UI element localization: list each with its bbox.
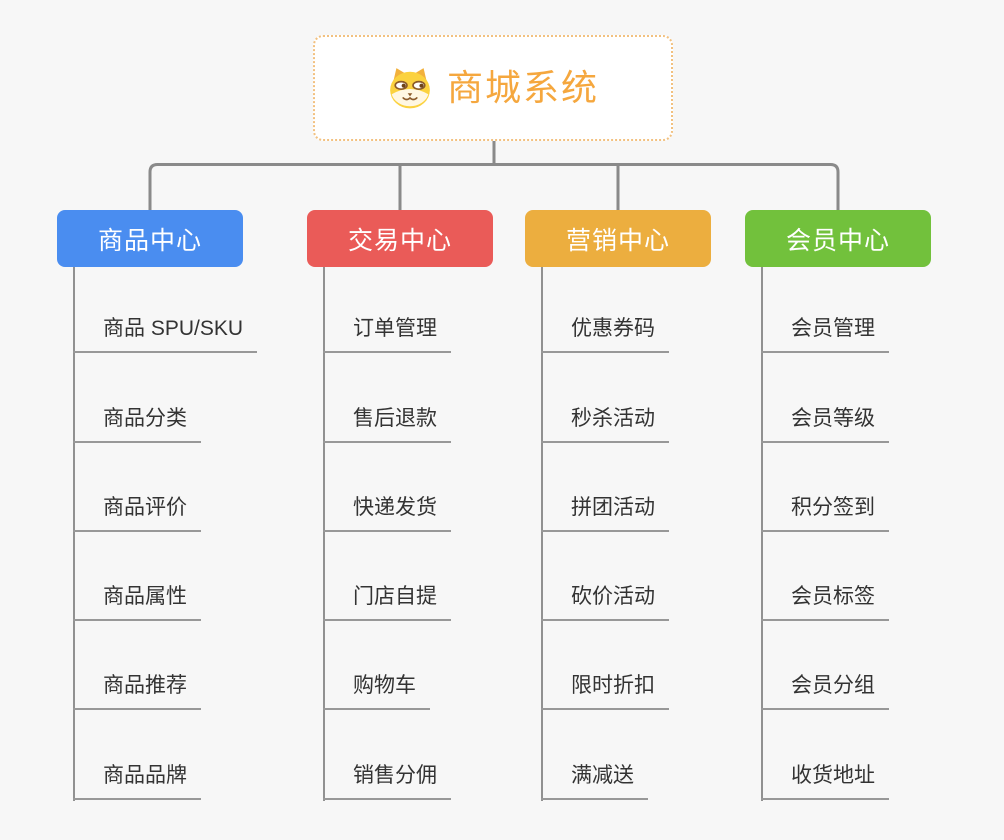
leaf-node[interactable]: 砍价活动 [541,581,669,621]
leaf-node[interactable]: 会员标签 [761,581,889,621]
branch-trunk-line [73,267,75,801]
root-title: 商城系统 [446,67,599,108]
leaf-node[interactable]: 商品 SPU/SKU [73,313,258,353]
leaf-node[interactable]: 商品评价 [73,492,201,532]
branch-node[interactable]: 交易中心 [307,210,493,267]
leaf-node[interactable]: 门店自提 [323,581,451,621]
leaf-node[interactable]: 会员管理 [761,313,889,353]
leaf-node[interactable]: 拼团活动 [541,492,669,532]
branch-trunk-line [323,267,325,801]
leaf-node[interactable]: 积分签到 [761,492,889,532]
leaf-node[interactable]: 售后退款 [323,403,451,443]
leaf-node[interactable]: 订单管理 [323,313,451,353]
leaf-node[interactable]: 商品品牌 [73,760,201,800]
branch-node[interactable]: 营销中心 [525,210,711,267]
leaf-node[interactable]: 会员等级 [761,403,889,443]
leaf-node[interactable]: 商品分类 [73,403,201,443]
leaf-node[interactable]: 购物车 [323,670,430,710]
leaf-node[interactable]: 满减送 [541,760,648,800]
leaf-node[interactable]: 商品属性 [73,581,201,621]
root-node[interactable]: 商城系统 [313,35,673,141]
leaf-node[interactable]: 秒杀活动 [541,403,669,443]
branch-node[interactable]: 商品中心 [57,210,243,267]
leaf-node[interactable]: 优惠券码 [541,313,669,353]
dog-face-icon [390,68,430,109]
leaf-node[interactable]: 收货地址 [761,760,889,800]
leaf-node[interactable]: 快递发货 [323,492,451,532]
branch-trunk-line [761,267,763,801]
leaf-node[interactable]: 会员分组 [761,670,889,710]
leaf-node[interactable]: 商品推荐 [73,670,201,710]
leaf-node[interactable]: 销售分佣 [323,760,451,800]
branch-node[interactable]: 会员中心 [745,210,931,267]
leaf-node[interactable]: 限时折扣 [541,670,669,710]
branch-rail-line [148,163,840,210]
branch-trunk-line [541,267,543,801]
